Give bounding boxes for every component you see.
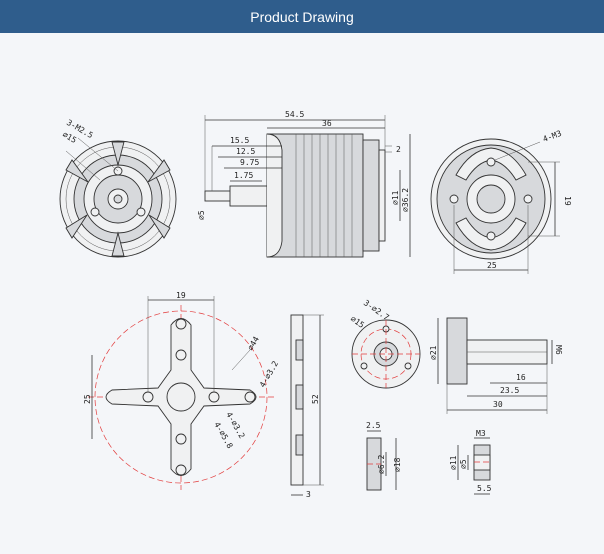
adapter-holes: 3-⌀2.7 [362,298,391,322]
plate-height: 25 [83,394,92,404]
dim-inner-dia: ⌀11 [391,190,400,205]
rear-pcd-width: 25 [487,261,497,270]
adapter-len-a: 16 [516,373,526,382]
dim-shaft-c: 9.75 [240,158,259,167]
plate-side-thickness: 3 [306,490,311,499]
dim-body-length: 36 [322,119,332,128]
dim-length-total: 54.5 [285,110,304,119]
motor-side-view: 54.5 36 15.5 12.5 9.75 1.75 ⌀5 2 ⌀11 ⌀36… [197,110,411,258]
nut-side-view: M3 ⌀11 ⌀5 5.5 [449,429,492,495]
prop-adapter-side-view: ⌀21 M6 16 23.5 30 [429,317,563,414]
motor-rear-view: 4-M3 19 25 [430,129,572,274]
technical-drawing: 3-M2.5 ⌀15 54.5 36 15.5 12.5 [59,110,572,499]
plate-width: 19 [176,291,186,300]
spacer-outer: ⌀18 [393,457,402,472]
motor-front-view: 3-M2.5 ⌀15 [59,118,177,258]
adapter-dia: ⌀21 [429,345,438,360]
nut-outer: ⌀11 [449,455,458,470]
spacer-thick: 2.5 [366,421,381,430]
adapter-thread: M6 [554,345,563,355]
dim-shaft-b: 12.5 [236,147,255,156]
rear-holes-label: 4-M3 [542,129,563,144]
mount-plate-side: 52 3 [290,314,324,499]
drawing-canvas: 3-M2.5 ⌀15 54.5 36 15.5 12.5 [0,33,604,549]
adapter-diameter: ⌀15 [349,314,366,330]
nut-thread: M3 [476,429,486,438]
dim-flange: 2 [396,145,401,154]
plate-circle: ⌀44 [246,335,261,352]
nut-length: 5.5 [477,484,492,493]
prop-adapter-front-view: 3-⌀2.7 ⌀15 [349,298,421,389]
spacer-inner: ⌀6.2 [377,455,386,474]
dim-shaft-a: 15.5 [230,136,249,145]
mount-plate-front: 19 25 ⌀44 4-⌀3.2 4-⌀3.2 4-⌀5.8 [83,291,280,490]
page-title: Product Drawing [250,8,354,25]
plate-side-length: 52 [311,394,320,404]
front-diameter-label: ⌀15 [61,130,78,145]
page-header: Product Drawing [0,0,604,33]
adapter-len-c: 30 [493,400,503,409]
dim-shaft-dia: ⌀5 [197,210,206,220]
rear-pcd-height: 19 [563,196,572,206]
plate-holes-a: 4-⌀3.2 [258,359,280,389]
nut-inner: ⌀5 [459,459,468,469]
dim-shaft-d: 1.75 [234,171,253,180]
dim-body-dia: ⌀36.2 [401,188,410,212]
adapter-len-b: 23.5 [500,386,519,395]
spacer-side-view: 2.5 ⌀6.2 ⌀18 [366,421,402,491]
